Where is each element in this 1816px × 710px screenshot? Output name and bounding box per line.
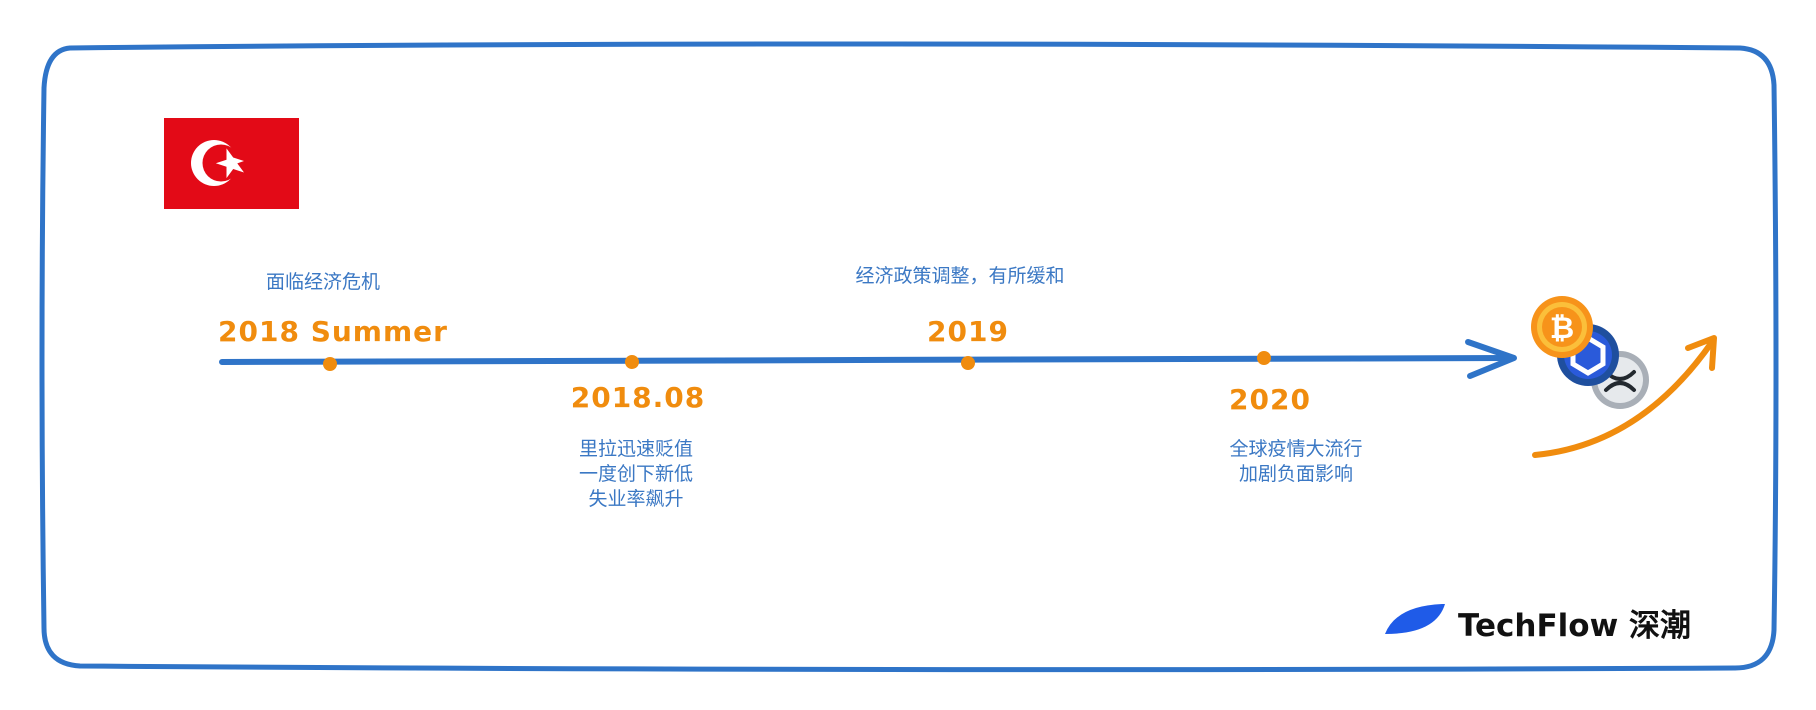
timeline-dot-2 xyxy=(625,355,639,369)
timeline-dot-4 xyxy=(1257,351,1271,365)
growth-arrow xyxy=(1532,339,1715,458)
event-date: 2018 Summer xyxy=(218,315,448,348)
event-desc-line: 面临经济危机 xyxy=(265,271,381,293)
event-desc-line: 失业率飙升 xyxy=(588,488,684,510)
event-desc-line: 一度创下新低 xyxy=(578,463,694,485)
event-desc-line: 里拉迅速贬值 xyxy=(578,438,694,460)
rounded-frame xyxy=(39,41,1779,673)
event-date: 2019 xyxy=(927,315,1009,348)
event-desc: 全球疫情大流行 加剧负面影响 xyxy=(1229,437,1362,487)
svg-text:₿: ₿ xyxy=(1550,311,1574,346)
turkey-flag-icon xyxy=(164,118,299,209)
event-desc: 经济政策调整，有所缓和 xyxy=(855,264,1064,289)
timeline-arrowhead xyxy=(1465,339,1517,379)
growth-arrowhead xyxy=(1685,335,1717,371)
bitcoin-icon: ₿ xyxy=(1531,296,1593,358)
event-date: 2018.08 xyxy=(570,381,706,414)
timeline-line xyxy=(219,355,1511,365)
timeline-dot-3 xyxy=(961,356,975,370)
timeline-dot-1 xyxy=(323,357,337,371)
event-desc: 里拉迅速贬值 一度创下新低 失业率飙升 xyxy=(579,437,693,512)
event-date: 2020 xyxy=(1229,383,1311,416)
event-desc: 面临经济危机 xyxy=(266,270,380,295)
brand-name: TechFlow 深潮 xyxy=(1458,608,1692,644)
event-desc-line: 经济政策调整，有所缓和 xyxy=(855,265,1065,287)
event-desc-line: 全球疫情大流行 xyxy=(1229,438,1363,460)
timeline-dots xyxy=(323,351,1271,371)
event-desc-line: 加剧负面影响 xyxy=(1238,463,1354,485)
techflow-logo-icon xyxy=(1385,604,1445,634)
